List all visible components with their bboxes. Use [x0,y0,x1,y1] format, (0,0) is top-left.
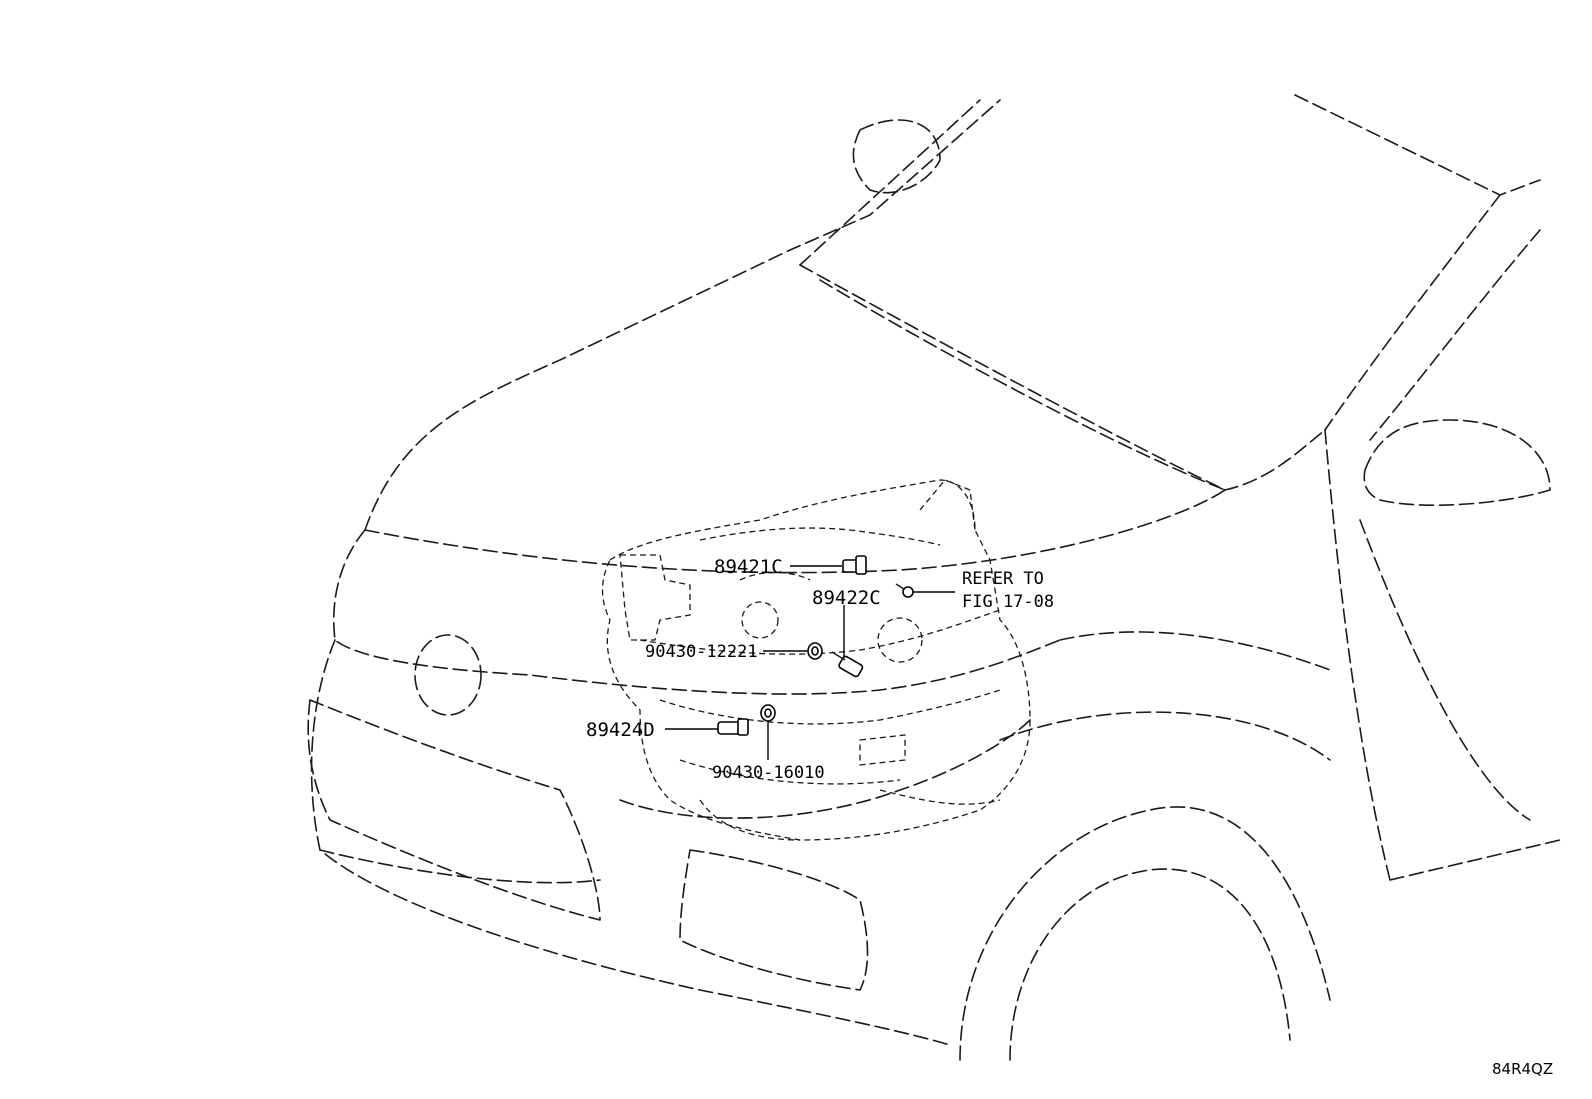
vehicle-outline [307,94,1561,1061]
leader-lines [665,565,955,760]
reference-line-1: REFER TO [962,569,1044,589]
part-label-89422c: 89422C [812,587,881,609]
reference-line-2: FIG 17-08 [962,592,1054,612]
part-label-90430-16010: 90430-16010 [712,763,825,783]
gasket-90430-12221-icon [807,642,823,660]
part-label-89424d: 89424D [586,719,655,741]
engine-assembly [601,479,1031,841]
sensor-89422c-icon [831,651,864,678]
gasket-90430-16010-icon [760,704,776,722]
illustration-code: 84R4QZ [1492,1060,1553,1078]
bolt-icon [895,583,914,598]
sensor-89421c-icon [842,555,867,575]
part-label-90430-12221: 90430-12221 [645,642,758,662]
sensor-89424d-icon [717,718,749,736]
part-label-89421c: 89421C [714,556,783,578]
